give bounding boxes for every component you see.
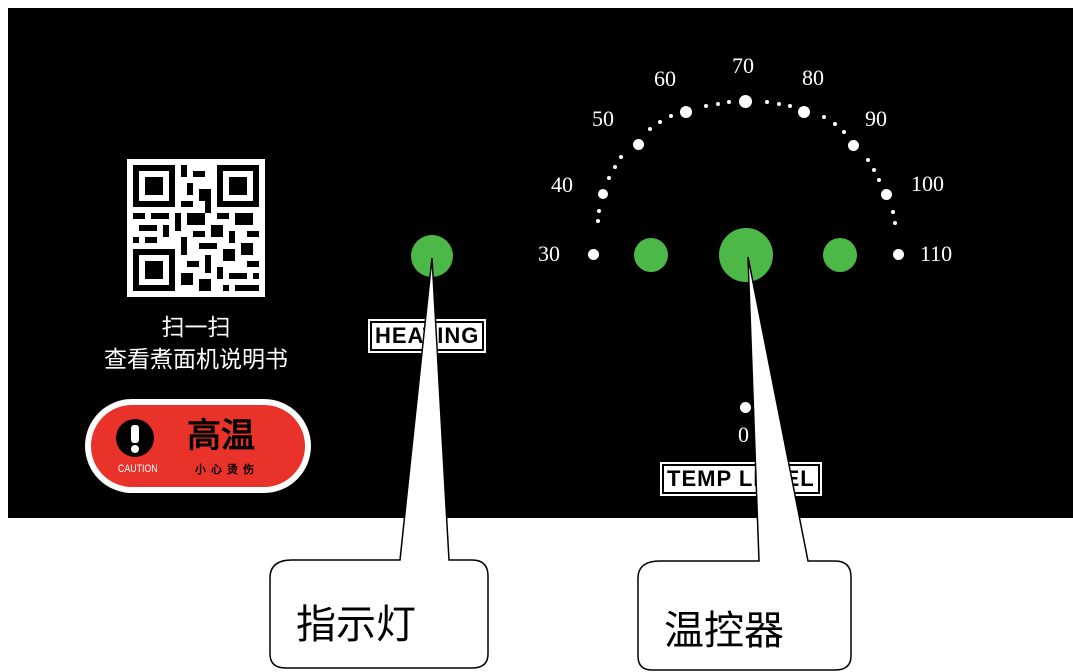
scale-dot xyxy=(866,158,870,162)
scale-dot xyxy=(891,210,895,214)
scale-value-90: 90 xyxy=(865,106,887,131)
scale-dot xyxy=(619,155,623,159)
scale-dot xyxy=(588,249,599,260)
scale-dot xyxy=(680,106,692,118)
indicator-callout-bubble xyxy=(269,257,489,669)
scale-dot xyxy=(598,189,608,199)
scale-dot xyxy=(727,100,731,104)
caution-badge: 高温 CAUTION 小心烫伤 xyxy=(85,399,311,493)
scale-dot xyxy=(877,178,881,182)
scale-dot xyxy=(669,114,673,118)
scale-value-110: 110 xyxy=(920,241,953,266)
caution-main-text: 高温 xyxy=(187,416,255,456)
warning-icon xyxy=(116,419,154,457)
scale-value-100: 100 xyxy=(911,171,944,196)
caution-en-text: CAUTION xyxy=(118,463,158,475)
scale-dot xyxy=(613,165,617,169)
scale-dot xyxy=(848,140,859,151)
thermostat-knob[interactable] xyxy=(719,228,773,282)
scale-dot xyxy=(777,102,781,106)
scale-value-80: 80 xyxy=(802,65,824,90)
scale-dot xyxy=(648,127,652,131)
scale-value-0: 0 xyxy=(738,422,749,447)
scale-value-50: 50 xyxy=(592,106,614,131)
scale-lamp-left xyxy=(634,238,668,272)
caution-sub-text: 小心烫伤 xyxy=(195,463,259,476)
scale-dot xyxy=(872,168,876,172)
scale-dot xyxy=(822,115,826,119)
scale-dot-zero xyxy=(740,402,751,413)
scale-dot xyxy=(881,189,892,200)
scale-dot xyxy=(716,102,720,106)
scale-dot xyxy=(597,209,601,213)
thermostat-callout-bubble xyxy=(637,256,852,671)
scale-value-30: 30 xyxy=(538,241,560,266)
scale-dot xyxy=(633,139,644,150)
qr-code xyxy=(127,159,265,297)
scale-dot xyxy=(833,122,837,126)
scale-value-70: 70 xyxy=(732,53,754,78)
scale-dot xyxy=(893,249,904,260)
thermostat-callout-label: 温控器 xyxy=(664,608,784,654)
scale-dot xyxy=(596,219,600,223)
qr-caption-line2: 查看煮面机说明书 xyxy=(104,347,288,373)
scale-value-60: 60 xyxy=(654,66,676,91)
scale-dot xyxy=(788,104,792,108)
scale-dot xyxy=(798,106,810,118)
indicator-callout-label: 指示灯 xyxy=(296,602,416,648)
scale-dot xyxy=(704,104,708,108)
scale-dot xyxy=(607,176,611,180)
scale-value-40: 40 xyxy=(551,172,573,197)
scale-dot xyxy=(658,120,662,124)
scale-dot xyxy=(739,95,752,108)
scale-lamp-right xyxy=(823,238,857,272)
scale-dot xyxy=(765,100,769,104)
scale-dot xyxy=(842,130,846,134)
scale-dot xyxy=(893,221,897,225)
qr-caption-line1: 扫一扫 xyxy=(161,315,231,341)
